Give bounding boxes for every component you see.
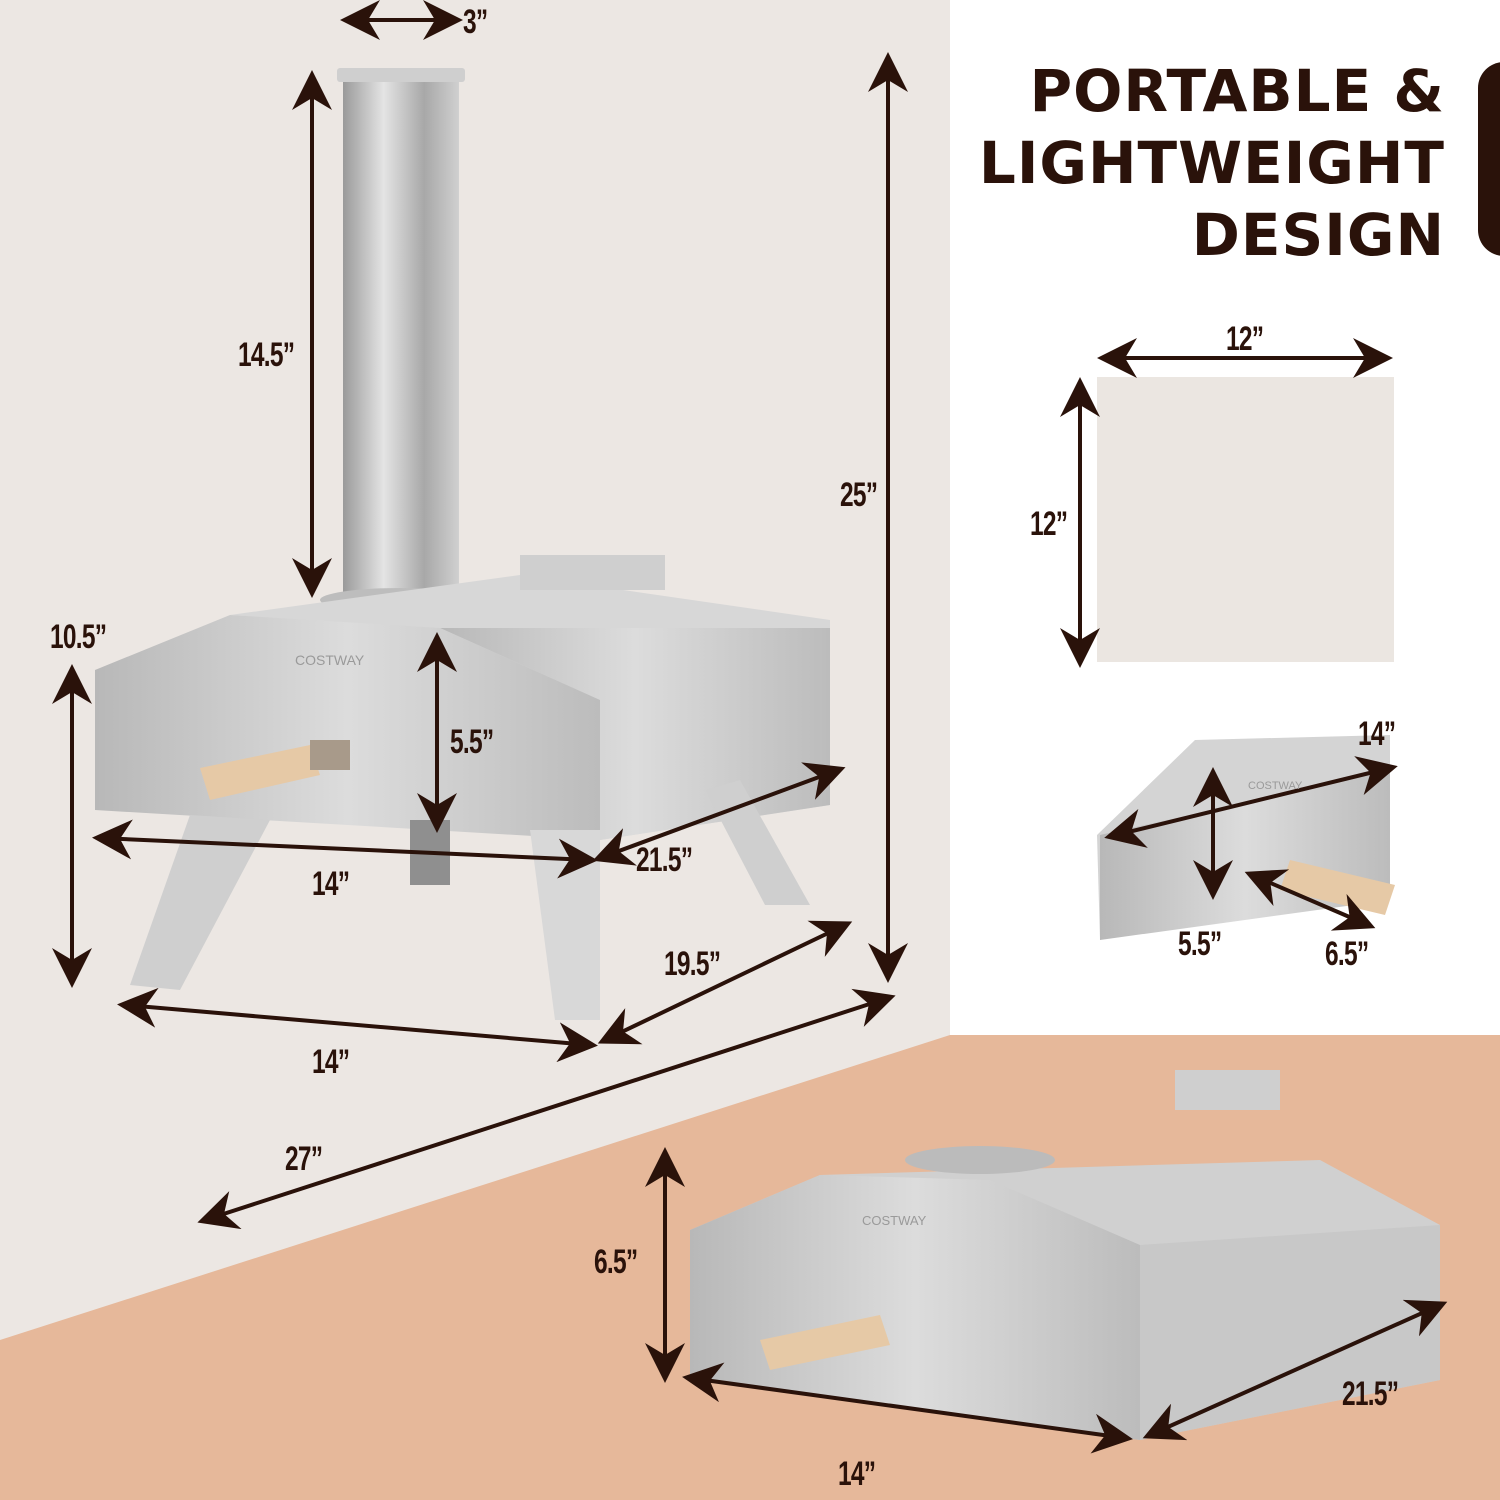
- label-door-panel-height: 5.5”: [1178, 925, 1222, 963]
- label-leg-width: 14”: [312, 1043, 350, 1081]
- label-door-width: 14”: [1358, 715, 1396, 753]
- label-chimney-height: 14.5”: [238, 336, 295, 374]
- label-stone-height: 12”: [1030, 505, 1068, 543]
- label-folded-height: 6.5”: [594, 1243, 638, 1281]
- label-handle-length: 6.5”: [1325, 935, 1369, 973]
- label-body-depth: 21.5”: [636, 841, 693, 879]
- accent-tab: [1478, 62, 1500, 256]
- brand-logo-main: COSTWAY: [295, 652, 365, 668]
- pizza-stone-illustration: [1097, 377, 1394, 662]
- label-chimney-diameter: 3”: [463, 3, 488, 41]
- label-stone-width: 12”: [1226, 320, 1264, 358]
- headline: PORTABLE & LIGHTWEIGHT DESIGN: [979, 55, 1445, 271]
- label-total-height: 25”: [840, 476, 878, 514]
- brand-logo-folded: COSTWAY: [862, 1213, 927, 1228]
- label-folded-width: 14”: [838, 1455, 876, 1493]
- headline-line-2: LIGHTWEIGHT: [978, 129, 1445, 197]
- label-body-width: 14”: [312, 865, 350, 903]
- label-total-length: 27”: [285, 1140, 323, 1178]
- brand-logo-door: COSTWAY: [1248, 780, 1303, 792]
- label-body-height-with-legs: 10.5”: [50, 618, 107, 656]
- main-oven-illustration: [95, 68, 830, 1020]
- label-leg-depth: 19.5”: [664, 945, 721, 983]
- headline-line-1: PORTABLE &: [1029, 57, 1445, 125]
- dimension-arrows: [52, 0, 1448, 1454]
- label-door-height: 5.5”: [450, 723, 494, 761]
- headline-line-3: DESIGN: [1191, 201, 1445, 269]
- label-folded-depth: 21.5”: [1342, 1375, 1399, 1413]
